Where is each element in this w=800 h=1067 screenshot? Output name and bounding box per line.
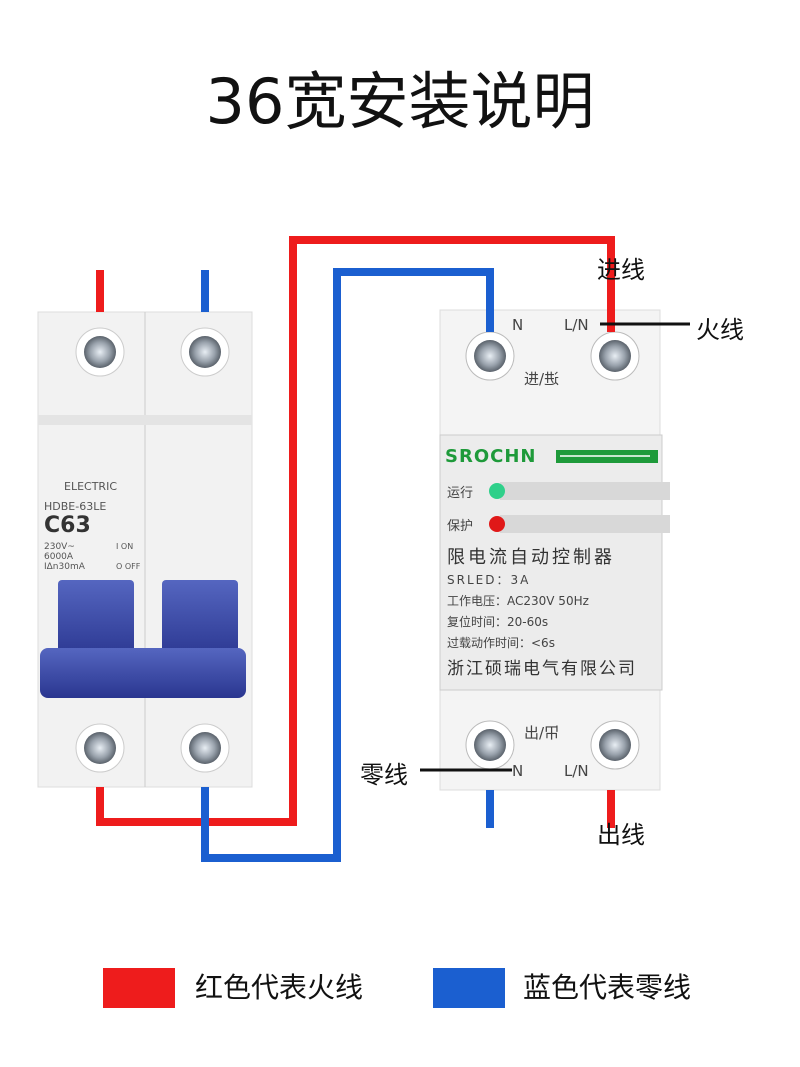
direction-mirror-text: 进 <box>544 370 560 388</box>
run-label: 运行 <box>447 486 474 501</box>
breaker-specs: 230V~ 6000A IΔn30mA <box>44 542 85 572</box>
controller-specs: SRLED：3A 工作电压：AC230V 50Hz 复位时间：20-60s 过载… <box>447 570 589 654</box>
on-label: I ON <box>116 542 134 551</box>
controller-brand: SROCHN <box>445 446 537 467</box>
direction-text: 出/ <box>524 724 545 742</box>
incoming-label: 进线 <box>597 256 645 284</box>
protect-indicator-icon <box>489 516 505 532</box>
circuit-breaker <box>37 311 253 788</box>
off-label: O OFF <box>116 562 141 571</box>
direction-mirror-text: 出 <box>544 723 560 741</box>
outgoing-label: 出线 <box>597 821 645 849</box>
legend-neutral-swatch <box>433 968 505 1008</box>
spec-trip-time: 过载动作时间：<6s <box>447 636 555 650</box>
top-l-label: L/N <box>564 316 589 334</box>
spec-voltage: 230V~ <box>44 542 75 552</box>
legend-live-swatch <box>103 968 175 1008</box>
page-title: 36宽安装说明 <box>205 65 595 138</box>
live-label: 火线 <box>696 316 744 344</box>
neutral-wire <box>201 268 494 862</box>
top-direction-label: 进/进 <box>524 368 559 389</box>
top-n-label: N <box>512 316 524 334</box>
live-wire <box>96 236 615 826</box>
bottom-n-label: N <box>512 762 524 780</box>
legend-live-label: 红色代表火线 <box>195 971 364 1004</box>
neutral-label: 零线 <box>360 761 408 789</box>
protect-label: 保护 <box>447 519 474 534</box>
manufacturer: 浙江硕瑞电气有限公司 <box>447 659 637 679</box>
spec-current: SRLED：3A <box>447 573 531 587</box>
breaker-rating: C63 <box>44 513 91 538</box>
product-name: 限电流自动控制器 <box>447 547 615 568</box>
run-indicator-icon <box>489 483 505 499</box>
spec-reset-time: 复位时间：20-60s <box>447 615 549 629</box>
breaker-brand: ELECTRIC <box>64 480 117 493</box>
spec-capacity: 6000A <box>44 552 74 562</box>
breaker-handle <box>40 648 246 698</box>
bottom-l-label: L/N <box>564 762 589 780</box>
bottom-direction-label: 出/出 <box>524 722 559 743</box>
spec-voltage: 工作电压：AC230V 50Hz <box>447 594 589 608</box>
spec-residual: IΔn30mA <box>44 562 85 572</box>
legend-neutral-label: 蓝色代表零线 <box>523 971 692 1004</box>
current-limit-controller <box>439 309 670 791</box>
direction-text: 进/ <box>524 370 545 388</box>
breaker-model: HDBE-63LE <box>44 500 107 513</box>
